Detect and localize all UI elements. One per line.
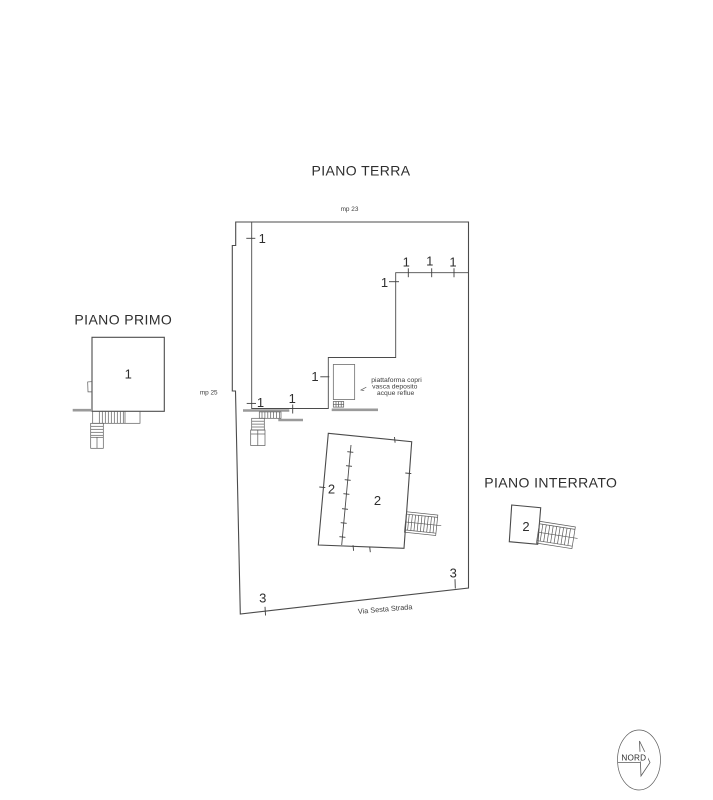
marker-1: 1 bbox=[449, 254, 456, 269]
building-outline-ticks bbox=[319, 436, 412, 553]
piano-interrato-plan: PIANO INTERRATO 2 bbox=[484, 475, 617, 550]
marker-3: 3 bbox=[259, 590, 266, 605]
marker-1: 1 bbox=[403, 254, 410, 269]
room-outline bbox=[508, 504, 542, 545]
annotation-leader-line bbox=[359, 386, 367, 392]
stairs-symbol bbox=[535, 520, 578, 550]
stairs-symbol bbox=[90, 410, 141, 449]
north-arrow-icon: NORD bbox=[617, 729, 661, 791]
platform-note-line2: vasca deposito bbox=[372, 384, 418, 391]
piano-primo-plan: PIANO PRIMO mp 25 1 bbox=[72, 312, 218, 449]
floor-title-piano-interrato: PIANO INTERRATO bbox=[484, 475, 617, 491]
north-label: NORD bbox=[621, 753, 646, 762]
piano-terra-plan: PIANO TERRA mp 23 1 1 1 1 1 1 1 1 bbox=[231, 163, 470, 616]
platform-note-line3: acque reflue bbox=[377, 390, 415, 397]
marker-3: 3 bbox=[450, 566, 457, 581]
marker-1: 1 bbox=[125, 366, 132, 381]
stairs-right-symbol bbox=[403, 511, 442, 536]
room-left-notch bbox=[87, 381, 93, 393]
building-divider bbox=[341, 444, 352, 546]
street-name-label: Via Sesta Strada bbox=[357, 602, 413, 616]
platform-annotation: piattaforma copri vasca deposito acque r… bbox=[359, 377, 422, 397]
marker-2: 2 bbox=[328, 482, 335, 497]
floor-title-piano-terra: PIANO TERRA bbox=[311, 163, 410, 179]
boundary-ticks-sub1: 1 1 1 1 1 1 1 1 bbox=[246, 231, 457, 414]
marker-1: 1 bbox=[381, 275, 388, 290]
street-boundary-markers: 3 3 bbox=[259, 566, 457, 616]
marker-1: 1 bbox=[426, 253, 433, 268]
stairs-left-symbol bbox=[250, 411, 282, 446]
marker-1: 1 bbox=[257, 395, 264, 410]
floor-title-piano-primo: PIANO PRIMO bbox=[74, 312, 172, 328]
internal-boundary bbox=[251, 222, 469, 409]
marker-2: 2 bbox=[522, 519, 529, 534]
marker-2: 2 bbox=[374, 493, 381, 508]
marker-1: 1 bbox=[289, 391, 296, 406]
marker-1: 1 bbox=[259, 231, 266, 246]
ref-label-mp23: mp 23 bbox=[341, 206, 359, 213]
parcel-boundary bbox=[231, 221, 470, 615]
building-divider-ticks bbox=[339, 451, 354, 538]
platform-tank bbox=[332, 364, 356, 408]
platform-note-line1: piattaforma copri bbox=[371, 377, 422, 384]
building-outline: 2 2 bbox=[317, 432, 413, 553]
ref-label-mp25: mp 25 bbox=[200, 389, 218, 396]
marker-1: 1 bbox=[311, 369, 318, 384]
retaining-walls bbox=[243, 408, 378, 422]
